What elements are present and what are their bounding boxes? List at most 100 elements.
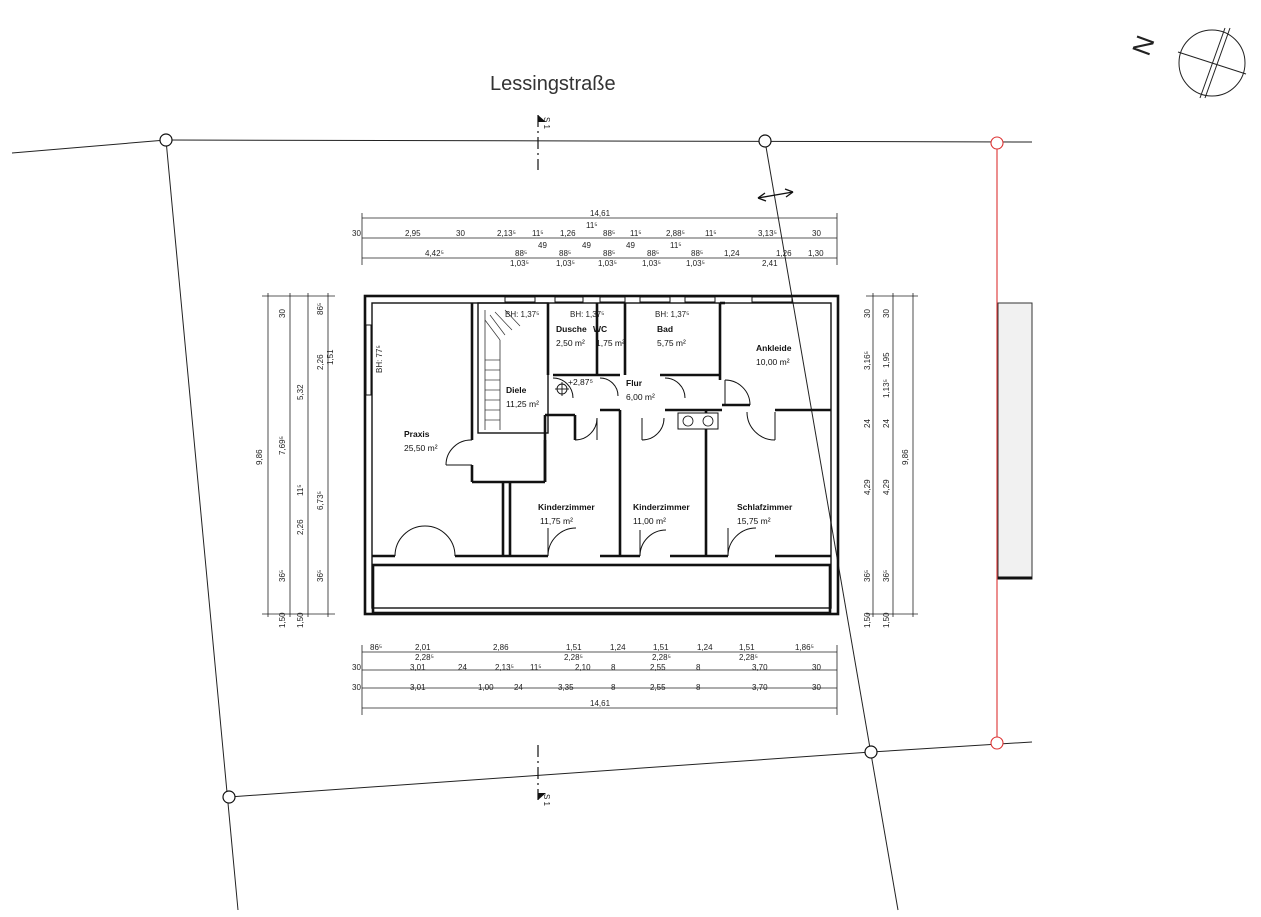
room-area: 6,00 m² xyxy=(626,392,655,402)
room-area: 5,75 m² xyxy=(657,338,686,348)
dim-label: 2,55 xyxy=(650,683,666,692)
dim-label: 88⁵ xyxy=(603,229,615,238)
dim-label: 2,28⁵ xyxy=(652,653,671,662)
room-area: 11,75 m² xyxy=(540,516,573,526)
dim-label: 24 xyxy=(514,683,523,692)
double-arrow-icon xyxy=(757,188,794,202)
dim-label: 2,13⁵ xyxy=(497,229,516,238)
dim-label: 49 xyxy=(538,241,547,250)
dim-label: 1,03⁵ xyxy=(686,259,705,268)
sill-height: BH: 77⁵ xyxy=(375,345,384,373)
dim-label: 8 xyxy=(611,683,616,692)
dim-label: 11⁵ xyxy=(670,241,682,250)
dim-label: 1,03⁵ xyxy=(510,259,529,268)
dim-label: 1,50 xyxy=(863,612,872,628)
dim-label: 30 xyxy=(278,309,287,318)
dim-label: 14,61 xyxy=(590,699,611,708)
dim-label: 11⁵ xyxy=(530,663,542,672)
dimension-lines-right: 9,86 30 3,16⁵ 24 4,29 36⁵ 1,50 30 1,95 1… xyxy=(863,293,918,628)
room-name: Praxis xyxy=(404,429,430,439)
section-label-top: S 1 xyxy=(542,117,551,130)
dim-label: 86⁵ xyxy=(370,643,382,652)
dim-label: 6,73⁵ xyxy=(316,491,325,510)
dim-label: 1,50 xyxy=(278,612,287,628)
dim-label: 3,70 xyxy=(752,683,768,692)
dim-label: 36⁵ xyxy=(278,570,287,582)
dim-label: 7,69⁵ xyxy=(278,436,287,455)
dim-label: 36⁵ xyxy=(316,570,325,582)
dim-label: 1,95 xyxy=(882,352,891,368)
dimension-lines-top: 14,61 30 2,95 30 2,13⁵ 11⁵ 1,26 11⁵ 88⁵ … xyxy=(352,209,838,268)
dim-label: 36⁵ xyxy=(863,570,872,582)
dim-label: 2,41 xyxy=(762,259,778,268)
dim-label: 2,55 xyxy=(650,663,666,672)
section-mark-bottom: S 1 xyxy=(537,745,551,807)
dim-label: 2,28⁵ xyxy=(739,653,758,662)
dim-label: 2,88⁵ xyxy=(666,229,685,238)
section-mark-top: S 1 xyxy=(537,115,551,170)
dim-label: 30 xyxy=(812,229,821,238)
dim-label: 11⁵ xyxy=(296,484,305,496)
room-name: WC xyxy=(593,324,607,334)
dim-label: 49 xyxy=(582,241,591,250)
dim-label: 2,10 xyxy=(575,663,591,672)
dim-label: 3,01 xyxy=(410,683,426,692)
dim-label: 36⁵ xyxy=(882,570,891,582)
dim-label: 11⁵ xyxy=(532,229,544,238)
dim-label: 1,24 xyxy=(724,249,740,258)
dim-label: 1,26 xyxy=(776,249,792,258)
windows xyxy=(365,296,793,396)
dim-label: 2,95 xyxy=(405,229,421,238)
building-outline xyxy=(363,294,840,616)
sill-height: BH: 1,37⁵ xyxy=(505,310,539,319)
dim-label: 49 xyxy=(626,241,635,250)
room-area: 15,75 m² xyxy=(737,516,771,526)
dim-label: 24 xyxy=(458,663,467,672)
dim-label: 2,26 xyxy=(296,519,305,535)
dim-label: 30 xyxy=(882,309,891,318)
dim-label: 2,01 xyxy=(415,643,431,652)
room-name: Schlafzimmer xyxy=(737,502,793,512)
dim-label: 88⁵ xyxy=(603,249,615,258)
level-mark: +2,87⁵ xyxy=(568,377,593,387)
dim-label: 86⁵ xyxy=(316,303,325,315)
dim-label: 30 xyxy=(456,229,465,238)
sill-height: BH: 1,37⁵ xyxy=(655,310,689,319)
room-area: 2,50 m² xyxy=(556,338,585,348)
dim-label: 1,30 xyxy=(808,249,824,258)
dim-label: 14,61 xyxy=(590,209,611,218)
dim-label: 3,16⁵ xyxy=(863,351,872,370)
dim-label: 9,86 xyxy=(255,449,264,465)
room-name: Kinderzimmer xyxy=(633,502,690,512)
room-name: Ankleide xyxy=(756,343,792,353)
dim-label: 88⁵ xyxy=(647,249,659,258)
staircase xyxy=(484,309,521,430)
dim-label: 3,70 xyxy=(752,663,768,672)
room-name: Bad xyxy=(657,324,673,334)
street-name: Lessingstraße xyxy=(490,73,616,95)
section-label-bottom: S 1 xyxy=(542,794,551,807)
room-area: 11,25 m² xyxy=(506,399,539,409)
dim-label: 1,24 xyxy=(697,643,713,652)
room-area: 1,75 m² xyxy=(596,338,625,348)
dim-label: 2,28⁵ xyxy=(415,653,434,662)
dim-label: 24 xyxy=(882,419,891,428)
dim-label: 1,26 xyxy=(560,229,576,238)
dim-label: 1,00 xyxy=(478,683,494,692)
dim-label: 1,51 xyxy=(566,643,582,652)
dim-label: 2,28⁵ xyxy=(564,653,583,662)
dim-label: 88⁵ xyxy=(559,249,571,258)
dim-label: 1,50 xyxy=(296,612,305,628)
dim-label: 1,03⁵ xyxy=(598,259,617,268)
sill-height: BH: 1,37⁵ xyxy=(570,310,604,319)
room-area: 11,00 m² xyxy=(633,516,666,526)
dim-label: 11⁵ xyxy=(705,229,717,238)
dim-label: 11⁵ xyxy=(586,221,598,230)
room-area: 25,50 m² xyxy=(404,443,438,453)
dim-label: 8 xyxy=(696,683,701,692)
level-marker-icon xyxy=(555,382,569,396)
dimension-lines-bottom: 86⁵ 2,01 2,86 1,51 1,24 1,51 1,24 1,51 1… xyxy=(352,643,838,715)
shaft-icon xyxy=(677,412,719,430)
dim-label: 30 xyxy=(352,229,361,238)
